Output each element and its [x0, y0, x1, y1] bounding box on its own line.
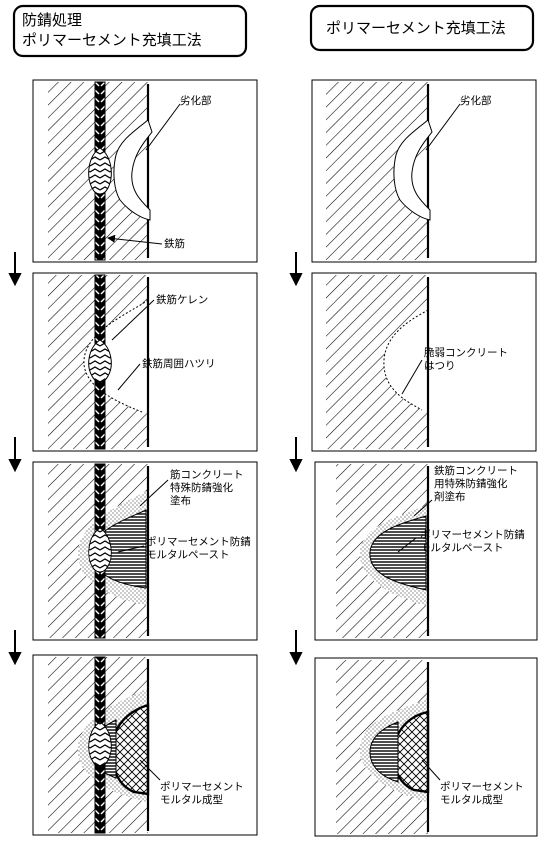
left-step-1: 劣化部 鉄筋: [32, 79, 258, 263]
label-special-anticorrosion: 特殊防錆強化: [170, 481, 233, 494]
left-title-line2: ポリマーセメント充填工法: [22, 31, 202, 49]
right-step-3: 鉄筋コンクリート 用特殊防錆強化 剤塗布 ポリマーセメント防錆 モルタルペースト: [314, 461, 538, 641]
label-rebar: 鉄筋: [164, 237, 185, 250]
right-step-4: ポリマーセメント モルタル成型: [314, 657, 538, 837]
left-title-line1: 防錆処理: [22, 11, 82, 29]
right-step-1: 劣化部: [311, 79, 537, 263]
label-polymer-cement: ポリマーセメント: [160, 781, 244, 793]
label-special-anticorrosion-right: 用特殊防錆強化: [434, 477, 508, 490]
label-rebar-cleaning: 鉄筋ケレン: [156, 293, 208, 306]
label-mortar-forming-right: モルタル成型: [440, 793, 503, 806]
label-deterioration: 劣化部: [180, 94, 212, 107]
left-step-4: ポリマーセメント モルタル成型: [32, 654, 258, 836]
label-agent-coating: 剤塗布: [434, 490, 466, 503]
right-title: ポリマーセメント充填工法: [326, 19, 506, 37]
right-step-2: 脆弱コンクリート はつり: [311, 272, 537, 452]
label-mortar-paste: モルタルペースト: [146, 549, 229, 561]
label-polymer-cement-right: ポリマーセメント: [440, 781, 524, 793]
left-step-2: 鉄筋ケレン 鉄筋周囲ハツリ: [32, 272, 258, 452]
label-deterioration-right: 劣化部: [460, 94, 492, 107]
left-step-arrows: [8, 252, 22, 666]
label-polymer-cement-anticorrosion: ポリマーセメント防錆: [146, 535, 251, 548]
left-title-box: 防錆処理 ポリマーセメント充填工法: [12, 4, 248, 58]
label-mortar-paste-right: モルタルペースト: [420, 542, 503, 554]
label-rebar-concrete: 筋コンクリート: [170, 468, 244, 481]
right-title-box: ポリマーセメント充填工法: [309, 4, 535, 52]
label-mortar-forming: モルタル成型: [160, 793, 223, 806]
label-chipping: はつり: [424, 360, 456, 372]
label-rebar-concrete-right: 鉄筋コンクリート: [434, 464, 518, 477]
label-fragile-concrete: 脆弱コンクリート: [424, 346, 508, 359]
label-coating: 塗布: [170, 494, 191, 507]
left-step-3: 筋コンクリート 特殊防錆強化 塗布 ポリマーセメント防錆 モルタルペースト: [32, 461, 258, 641]
label-chipping-around-rebar: 鉄筋周囲ハツリ: [142, 357, 216, 370]
label-polymer-cement-anticorrosion-right: ポリマーセメント防錆: [420, 528, 525, 541]
right-step-arrows: [289, 252, 303, 666]
